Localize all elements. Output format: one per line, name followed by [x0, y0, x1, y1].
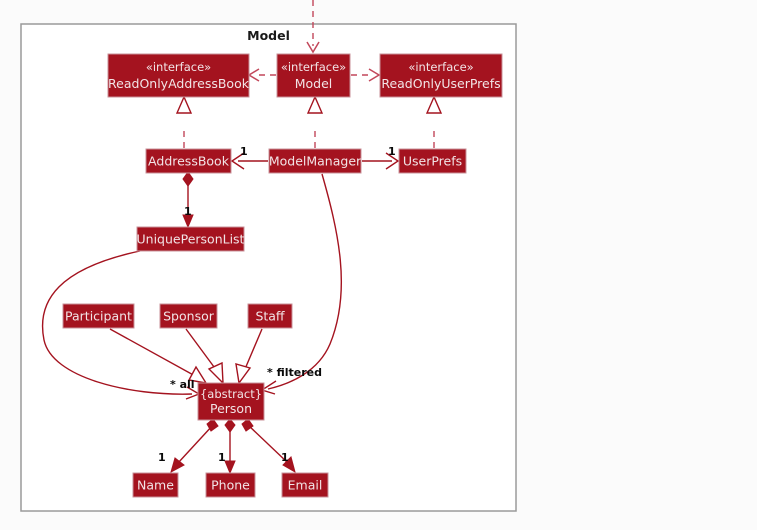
- diamond-composition: [206, 418, 219, 432]
- class-name: Name: [137, 478, 174, 493]
- arrow-head-filled: [182, 214, 194, 229]
- class-box-rect[interactable]: [197, 382, 265, 421]
- class-name: UserPrefs: [403, 154, 462, 169]
- edge-person-to-name: [170, 418, 219, 474]
- class-box-modelmanager[interactable]: ModelManager: [268, 148, 362, 174]
- edge-addressbook-to-uniquepersonlist: [182, 171, 194, 229]
- arrow-head-hollow-triangle: [207, 361, 224, 385]
- role-all: * all: [170, 378, 195, 391]
- class-box-rect[interactable]: [132, 472, 179, 498]
- edge-userprefs-realizes-readonlyuserprefs: [425, 95, 443, 148]
- class-box-rect[interactable]: [398, 148, 467, 174]
- class-stereotype: «interface»: [146, 60, 211, 74]
- diamond-composition: [182, 171, 194, 187]
- class-box-readonlyuserprefs[interactable]: «interface» ReadOnlyUserPrefs: [379, 53, 503, 98]
- edge-addressbook-realizes-readonlyaddressbook: [175, 95, 193, 148]
- class-box-model[interactable]: «interface» Model: [276, 53, 351, 98]
- class-box-rect[interactable]: [159, 303, 218, 329]
- class-name: UniquePersonList: [137, 232, 245, 247]
- class-box-rect[interactable]: [107, 53, 250, 98]
- arrow-head-filled: [170, 457, 185, 474]
- class-name: Email: [288, 478, 323, 493]
- class-name: Phone: [211, 478, 250, 493]
- class-box-uniquepersonlist[interactable]: UniquePersonList: [136, 226, 245, 252]
- class-name: Model: [295, 76, 333, 91]
- class-box-email[interactable]: Email: [281, 472, 329, 498]
- mult-name: 1: [158, 451, 166, 464]
- edge-line: [247, 424, 289, 464]
- arrow-head-open: [385, 152, 400, 170]
- arrow-head-open: [306, 41, 320, 54]
- class-box-phone[interactable]: Phone: [205, 472, 256, 498]
- arrow-head-filled: [282, 456, 296, 474]
- class-box-userprefs[interactable]: UserPrefs: [398, 148, 467, 174]
- class-name: ReadOnlyAddressBook: [108, 76, 250, 91]
- class-box-sponsor[interactable]: Sponsor: [159, 303, 218, 329]
- class-box-addressbook[interactable]: AddressBook: [145, 148, 232, 174]
- edge-person-to-email: [241, 418, 296, 474]
- edge-line: [267, 173, 343, 390]
- edge-line: [109, 328, 198, 378]
- arrow-head-filled: [224, 460, 236, 475]
- edge-modelmanager-realizes-model: [306, 95, 324, 148]
- edge-line: [41, 250, 193, 395]
- arrow-head-hollow-triangle: [425, 95, 443, 114]
- mult-userprefs: 1: [388, 145, 396, 158]
- edge-external-to-model: [306, 0, 320, 54]
- package-title: Model: [247, 28, 290, 43]
- edge-model-to-readonlyuserprefs: [351, 68, 381, 82]
- role-filtered: * filtered: [267, 366, 322, 379]
- arrow-head-hollow-triangle: [187, 365, 208, 384]
- class-box-name[interactable]: Name: [132, 472, 179, 498]
- class-name: ModelManager: [269, 154, 362, 169]
- class-box-rect[interactable]: [205, 472, 256, 498]
- arrow-head-open: [230, 152, 245, 170]
- class-box-staff[interactable]: Staff: [247, 303, 293, 329]
- arrow-head-hollow-triangle: [175, 95, 193, 114]
- class-boxes-layer: «interface»ReadOnlyAddressBook«interface…: [62, 53, 503, 498]
- edge-modelmanager-to-addressbook: [230, 152, 268, 170]
- class-name: Staff: [255, 309, 284, 324]
- class-box-person[interactable]: {abstract}Person: [197, 382, 265, 421]
- edge-sponsor-inherits-person: [185, 328, 224, 385]
- arrow-head-open: [368, 68, 381, 82]
- edge-modelmanager-to-userprefs: [362, 152, 400, 170]
- mult-email: 1: [281, 451, 289, 464]
- mult-uniquepersonlist: 1: [184, 205, 192, 218]
- class-box-rect[interactable]: [136, 226, 245, 252]
- edge-line: [177, 424, 214, 464]
- edge-labels-layer: 1 1 1 * all * filtered 1 1 1: [158, 145, 396, 464]
- arrow-head-hollow-triangle: [235, 363, 252, 385]
- arrow-head-hollow-triangle: [306, 95, 324, 114]
- class-name: Participant: [65, 309, 132, 324]
- edge-line: [244, 328, 263, 370]
- class-box-rect[interactable]: [247, 303, 293, 329]
- edge-staff-inherits-person: [235, 328, 263, 385]
- class-stereotype: {abstract}: [200, 387, 262, 401]
- class-name: ReadOnlyUserPrefs: [381, 76, 500, 91]
- class-box-rect[interactable]: [276, 53, 351, 98]
- class-box-rect[interactable]: [62, 303, 135, 329]
- diamond-composition: [224, 418, 236, 433]
- class-box-rect[interactable]: [379, 53, 503, 98]
- edge-line: [185, 328, 218, 372]
- edge-person-to-phone: [224, 418, 236, 475]
- mult-phone: 1: [218, 451, 226, 464]
- edges-layer: [41, 0, 443, 475]
- class-box-rect[interactable]: [268, 148, 362, 174]
- diamond-composition: [241, 418, 254, 432]
- class-name: Sponsor: [163, 309, 215, 324]
- class-name: AddressBook: [148, 154, 230, 169]
- class-name: Person: [210, 401, 252, 416]
- class-stereotype: «interface»: [281, 60, 346, 74]
- mult-addressbook: 1: [240, 145, 248, 158]
- class-box-readonlyaddressbook[interactable]: «interface» ReadOnlyAddressBook: [107, 53, 250, 98]
- class-stereotype: «interface»: [408, 60, 473, 74]
- class-box-rect[interactable]: [281, 472, 329, 498]
- class-box-rect[interactable]: [145, 148, 232, 174]
- class-box-participant[interactable]: Participant: [62, 303, 135, 329]
- edge-participant-inherits-person: [109, 328, 208, 384]
